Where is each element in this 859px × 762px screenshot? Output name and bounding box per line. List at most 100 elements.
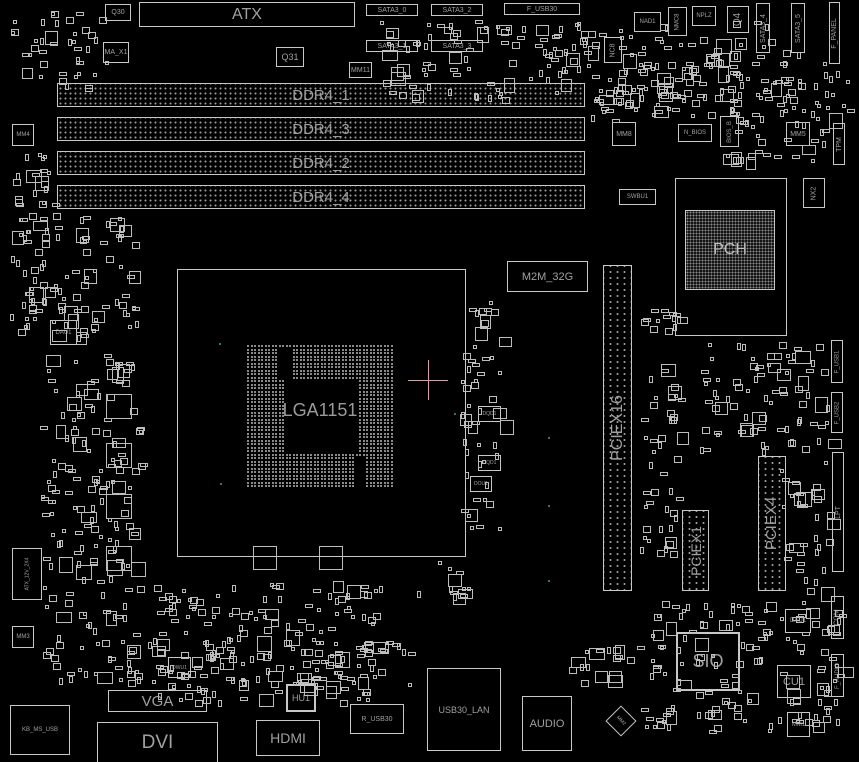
vga-connector[interactable]: VGA <box>108 690 207 712</box>
cpu-pin <box>369 460 372 463</box>
pciex4-slot[interactable]: PCIEX4 <box>758 456 786 591</box>
cpu-pin <box>247 380 249 382</box>
ddr4-4-slot[interactable]: DDR4_4 <box>57 185 585 209</box>
cpu-pin <box>264 376 267 379</box>
kb-ms-usb-connector[interactable]: KB_MS_USB <box>10 705 70 755</box>
smd-pad <box>467 67 471 71</box>
cpu-pin <box>383 418 386 421</box>
cpu-pin <box>310 453 312 456</box>
sata3-4-connector[interactable]: SATA3_4 <box>756 3 770 53</box>
nc8-chip[interactable]: NC8 <box>604 37 622 63</box>
mm11-chip[interactable]: MM11 <box>349 62 372 78</box>
cpu-pin <box>380 481 382 484</box>
vrm-choke <box>106 494 132 519</box>
bios-b-chip[interactable]: BIOS_B <box>720 116 739 147</box>
dvi-connector[interactable]: DVI <box>97 722 218 762</box>
smd-pad <box>188 598 192 602</box>
cpu-pin <box>275 387 277 389</box>
cpu-socket[interactable] <box>177 269 466 557</box>
smd-pad <box>126 523 134 530</box>
nmc8-chip[interactable]: NMC8 <box>668 7 687 36</box>
audio-jack[interactable]: AUDIO <box>522 696 572 751</box>
mm2-chip[interactable]: MM2 <box>605 705 637 737</box>
smd-pad <box>676 680 692 690</box>
m2-slot[interactable]: M2M_32G <box>507 261 588 292</box>
smd-pad <box>212 691 216 698</box>
smd-pad <box>116 363 120 370</box>
pciex1-slot[interactable]: PCIEX1 <box>682 510 709 591</box>
smd-pad <box>205 640 209 647</box>
cpu-pin <box>317 467 319 470</box>
smd-pad <box>716 60 724 67</box>
usb30-lan-connector[interactable]: USB30_LAN <box>427 668 501 751</box>
sata3-2-connector[interactable]: SATA3_2 <box>431 4 483 16</box>
hdmi-connector[interactable]: HDMI <box>256 720 320 756</box>
smd-pad <box>735 384 743 391</box>
ma-x1-chip[interactable]: MA_X1 <box>103 42 129 63</box>
cpu-pin <box>278 443 281 445</box>
ddr4-3-slot[interactable]: DDR4_3 <box>57 117 585 141</box>
cpu-pin <box>271 471 274 473</box>
smd-pad <box>826 539 834 546</box>
cpu-pin <box>264 411 267 414</box>
cpu-pin <box>331 467 333 470</box>
f-audio-header[interactable]: F_AUDIO <box>831 654 844 697</box>
cpu-pin <box>257 446 260 449</box>
cpu-pin <box>247 390 249 393</box>
smd-pad <box>689 68 697 75</box>
r-usb30-connector[interactable]: R_USB30 <box>350 704 404 734</box>
smd-pad <box>821 369 829 376</box>
q30-chip[interactable]: Q30 <box>105 4 131 21</box>
swbu1-chip[interactable]: SWBU1 <box>619 189 656 205</box>
smd-pad <box>115 299 119 306</box>
sata3-0-connector[interactable]: SATA3_0 <box>366 4 418 16</box>
mm8-chip[interactable]: MM8 <box>612 122 636 146</box>
f-panel-connector[interactable]: F_PANEL <box>829 2 840 64</box>
cpu-pin <box>345 460 347 463</box>
ddr4-1-slot[interactable]: DDR4_1 <box>57 83 585 107</box>
dou1-chip[interactable]: DOU1 <box>470 476 492 492</box>
smd-pad <box>640 95 644 102</box>
f-usb30-connector[interactable]: F_USB30 <box>504 3 580 15</box>
q31-chip[interactable]: Q31 <box>276 47 304 67</box>
smd-pad <box>62 297 66 301</box>
cpu-pin <box>296 352 298 354</box>
f-usb1-header[interactable]: F_USB1 <box>831 340 843 383</box>
cpu-pin <box>303 376 305 379</box>
cpu-pin <box>282 432 284 435</box>
cpu-pin <box>387 355 389 358</box>
cpu-pin <box>292 471 295 473</box>
cpu-pin <box>282 401 284 403</box>
nad1-chip[interactable]: NAD1 <box>634 12 661 32</box>
atx-connector[interactable]: ATX <box>139 2 355 27</box>
nplz-chip[interactable]: NPLZ <box>692 6 716 26</box>
cpu-pin <box>376 467 379 470</box>
atx-12v-connector[interactable]: ATX_12V_2X4 <box>12 548 42 600</box>
q4-chip[interactable]: Q4 <box>727 6 749 33</box>
mm4-chip[interactable]: MM4 <box>12 124 34 146</box>
nx2-chip[interactable]: NX2 <box>803 178 825 208</box>
cpu-pin <box>306 464 309 466</box>
smd-pad <box>577 66 581 73</box>
ddr4-2-slot[interactable]: DDR4_2 <box>57 151 585 175</box>
n-bios-chip[interactable]: N_BIOS <box>678 124 712 142</box>
cpu-pin <box>313 373 316 375</box>
cpu-pin <box>338 474 340 477</box>
cpu-pin <box>282 415 284 417</box>
cpu-pin <box>383 390 386 393</box>
mm3-chip[interactable]: MM3 <box>12 626 34 648</box>
cpu-pin <box>310 467 312 470</box>
cpu-pin <box>362 436 365 438</box>
f-usb2-header[interactable]: F_USB2 <box>831 392 843 433</box>
cpu-pin <box>250 390 253 393</box>
dwu1-chip[interactable]: DWU1 <box>168 657 191 678</box>
smd-pad <box>13 20 17 24</box>
tpm-connector[interactable]: TPM <box>833 123 845 165</box>
hu1-chip[interactable]: HU1 <box>286 684 316 712</box>
smd-pad <box>558 71 562 78</box>
pciex16-slot[interactable]: PCIEX16 <box>603 265 632 591</box>
dau1-right-chip[interactable]: DAU1 <box>785 609 811 633</box>
cpu-pin <box>334 348 337 351</box>
pch-chip[interactable]: PCH <box>685 210 775 290</box>
sata3-5-connector[interactable]: SATA3_5 <box>791 3 805 53</box>
